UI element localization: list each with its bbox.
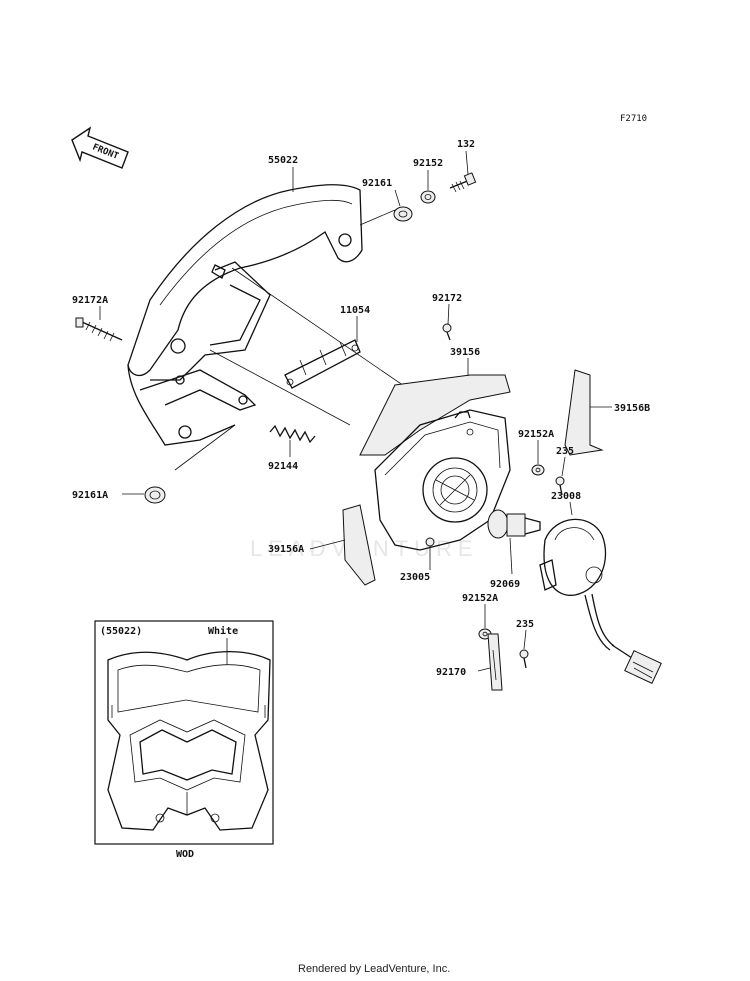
washer-92152A-top [531, 464, 545, 476]
label-92161: 92161 [362, 178, 392, 189]
inset-color-note: White [208, 625, 238, 637]
front-arrow-icon: FRONT [71, 126, 129, 169]
collar-92152 [420, 190, 436, 204]
label-235-bottom: 235 [516, 619, 534, 630]
inset-variant-box: (55022) White WOD [94, 620, 274, 860]
label-132: 132 [457, 139, 475, 150]
inset-caption: WOD [176, 849, 194, 860]
label-235-top: 235 [556, 446, 574, 457]
bolt-132 [449, 172, 477, 193]
label-92170: 92170 [436, 667, 466, 678]
grommet-92161A [144, 486, 166, 504]
spring-92144 [269, 424, 316, 444]
diagram-ref-code: F2710 [620, 114, 647, 124]
bulb-92069 [487, 509, 541, 539]
label-39156: 39156 [450, 347, 480, 358]
headlight-cover-55022 [127, 184, 363, 446]
label-11054: 11054 [340, 305, 370, 316]
label-92152: 92152 [413, 158, 443, 169]
label-92152A-bottom: 92152A [462, 593, 498, 604]
inset-part-ref: (55022) [100, 626, 142, 637]
label-92152A-top: 92152A [518, 429, 554, 440]
label-92172A: 92172A [72, 295, 108, 306]
inset-headlight-cover-illustration [107, 650, 271, 831]
screw-235-top [555, 476, 565, 496]
panel-39156B [564, 369, 604, 456]
label-55022: 55022 [268, 155, 298, 166]
label-39156A: 39156A [268, 544, 304, 555]
panel-39156A [342, 504, 376, 586]
label-23008: 23008 [551, 491, 581, 502]
grommet-92161 [393, 206, 413, 222]
screw-235-bottom [519, 649, 529, 669]
label-92172: 92172 [432, 293, 462, 304]
label-92161A: 92161A [72, 490, 108, 501]
label-92144: 92144 [268, 461, 298, 472]
panel-39156 [359, 374, 511, 456]
label-23005: 23005 [400, 572, 430, 583]
bolt-92172A [75, 317, 123, 342]
screw-92172 [442, 323, 452, 341]
bracket-11054 [284, 339, 361, 389]
clip-92170 [487, 633, 503, 691]
footer-credit: Rendered by LeadVenture, Inc. [298, 963, 450, 975]
label-39156B: 39156B [614, 403, 650, 414]
socket-23008 [539, 518, 662, 684]
label-92069: 92069 [490, 579, 520, 590]
